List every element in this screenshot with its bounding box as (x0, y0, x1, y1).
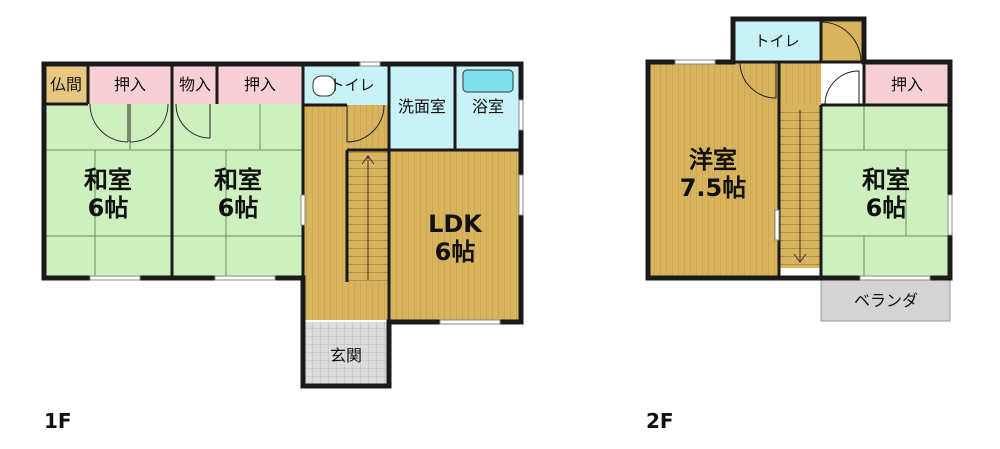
ldk-label: LDK (428, 210, 483, 238)
washitsu-a-room (44, 104, 172, 278)
youshitsu-room (648, 62, 779, 278)
ldk-room (389, 150, 521, 322)
interior-walls-2f (733, 19, 950, 278)
windows-1f (89, 61, 524, 325)
floor-2-label: 2F (646, 409, 674, 433)
toilet-2f-room (733, 19, 821, 62)
toilet-1f-label: トイレ (329, 76, 374, 94)
washitsu-a-label: 和室 (84, 166, 132, 194)
veranda-area (820, 279, 951, 322)
washitsu-b-size: 6帖 (218, 194, 259, 222)
tatami-lines-b (172, 104, 303, 278)
oshiire-b-room (217, 64, 303, 104)
stair-arrow-up (361, 155, 375, 280)
washitsu-a-size: 6帖 (88, 194, 129, 222)
door-swings-1f (89, 103, 385, 143)
toilet-2f-label: トイレ (754, 32, 799, 50)
oshiire-2f-room (864, 62, 950, 105)
youshitsu-label: 洋室 (689, 146, 737, 174)
butsuma-label: 仏間 (50, 75, 82, 94)
windows-2f (674, 59, 953, 281)
yokushitsu-label: 浴室 (472, 97, 504, 116)
floor-2: トイレ 押入 洋室 7.5帖 和室 6帖 ベランダ 2F (645, 16, 953, 433)
exterior-wall-2f (645, 16, 953, 281)
oshiire-b-label: 押入 (244, 75, 276, 94)
tatami-lines-2f (821, 105, 950, 278)
veranda-label: ベランダ (854, 291, 918, 310)
floor-1-label: 1F (44, 409, 72, 433)
butsuma-room (44, 64, 88, 104)
door-swings-2f (739, 21, 862, 106)
washitsu-b-room (172, 104, 303, 278)
toilet-fixture-1f (312, 75, 336, 97)
washitsu-b-label: 和室 (214, 166, 262, 194)
oshiire-2f-label: 押入 (891, 75, 923, 94)
washitsu-2f-room (821, 105, 950, 278)
washitsu-2f-size: 6帖 (866, 194, 907, 222)
youshitsu-size: 7.5帖 (680, 174, 747, 202)
ldk-size: 6帖 (435, 238, 476, 266)
oshiire-a-label: 押入 (114, 75, 146, 94)
monoire-room (172, 64, 217, 104)
hall-2f (779, 62, 821, 105)
genkan-room (303, 322, 389, 386)
oshiire-a-room (88, 64, 172, 104)
interior-walls-1f (44, 64, 521, 322)
hall-2f-top (821, 19, 864, 62)
genkan-label: 玄関 (330, 346, 362, 365)
senmen-room (389, 64, 455, 150)
floor-1: 仏間 押入 物入 押入 トイレ 洗面室 浴室 和室 6帖 和室 6帖 LDK 6… (41, 61, 524, 433)
washitsu-2f-label: 和室 (862, 166, 910, 194)
monoire-label: 物入 (179, 75, 211, 94)
senmen-label: 洗面室 (398, 97, 446, 116)
bathtub-fixture (462, 69, 514, 93)
stair-arrow-down (793, 110, 807, 263)
